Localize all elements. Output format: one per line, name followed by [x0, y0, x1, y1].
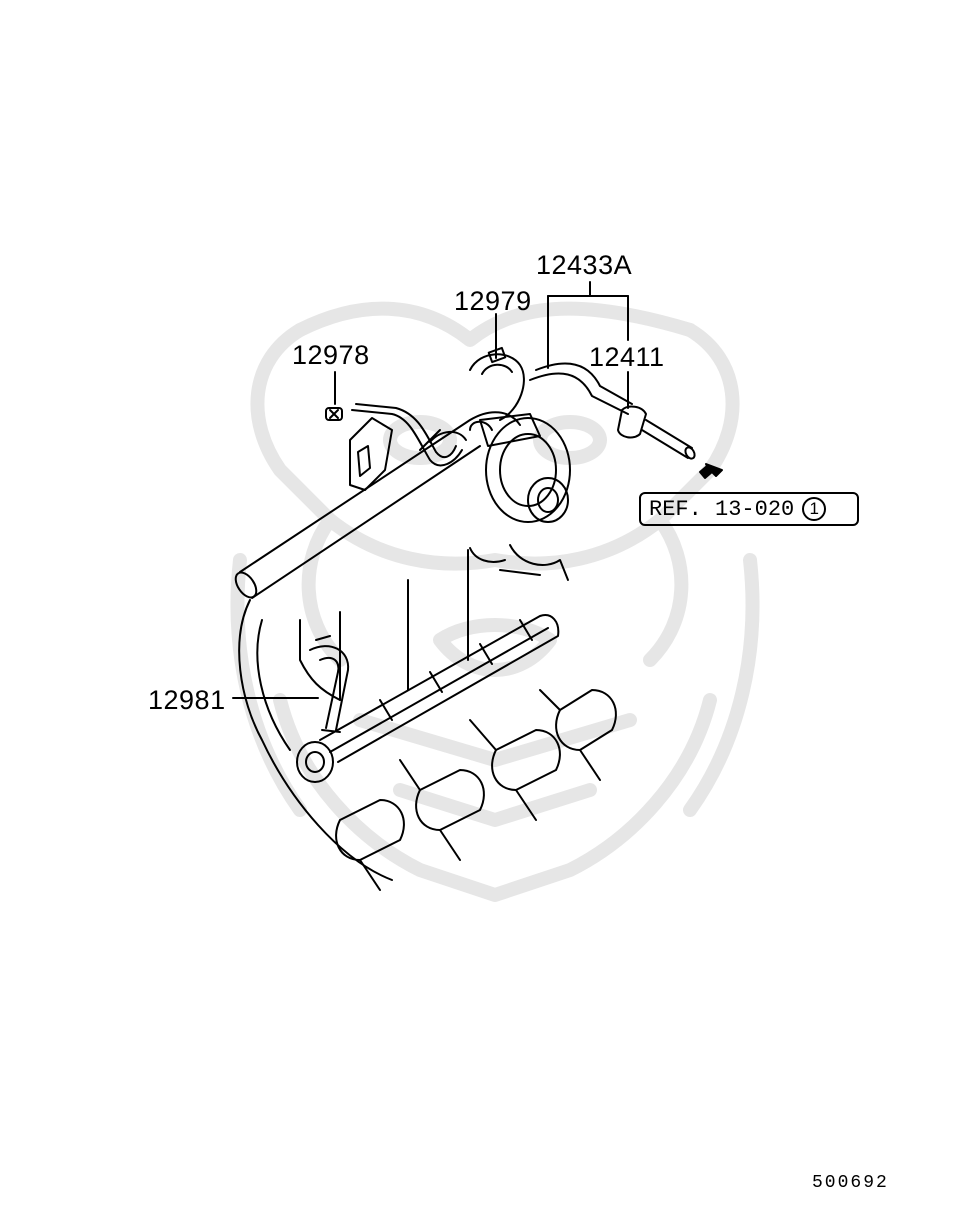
reference-box: REF. 13-020 1: [639, 492, 859, 526]
part-label-12978: 12978: [292, 340, 370, 370]
diagram-id: 500692: [812, 1173, 889, 1193]
ref-arrow: [699, 463, 723, 479]
breather-tube-12433A: [469, 346, 633, 421]
part-label-12981: 12981: [148, 685, 226, 715]
hose-12979: [351, 409, 463, 467]
reference-text: REF. 13-020: [649, 496, 795, 522]
part-label-12433A: 12433A: [536, 250, 633, 280]
runner-ports: [335, 689, 617, 891]
intake-manifold: [238, 549, 469, 881]
watermark-emblem: [230, 301, 760, 902]
part-label-12411: 12411: [589, 342, 665, 372]
line-art: [232, 281, 723, 891]
bracket: [349, 417, 393, 491]
hose-12981: [309, 635, 350, 733]
grommet-12411: [617, 405, 696, 460]
reference-circled-number: 1: [802, 497, 827, 521]
screw-12978: [325, 407, 343, 421]
part-label-12979: 12979: [454, 286, 532, 316]
intake-plenum: [234, 411, 521, 599]
throttle-body: [469, 413, 571, 581]
fuel-rail: [296, 614, 560, 783]
